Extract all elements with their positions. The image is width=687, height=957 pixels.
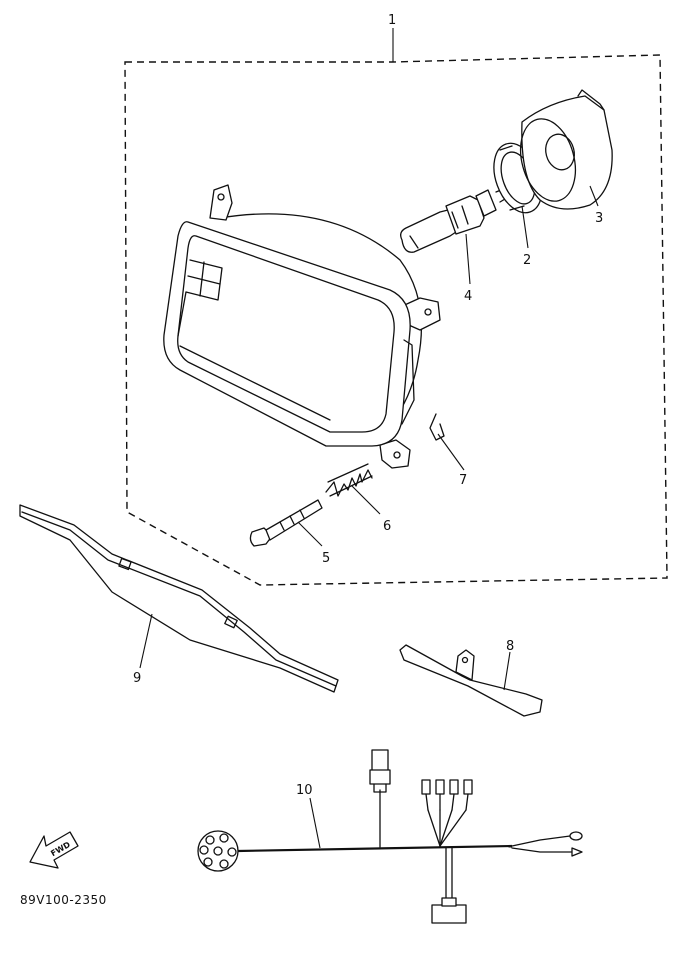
callout-labels: 1 2 3 4 5 6 7 8 9 10 — [133, 13, 603, 798]
adjuster-spring — [325, 463, 373, 497]
retaining-clip — [429, 413, 445, 441]
headlight-unit — [163, 184, 441, 469]
wire-harness — [197, 749, 583, 924]
callout-10: 10 — [296, 783, 313, 798]
callout-7: 7 — [459, 473, 467, 488]
drawing-code: 89V100-2350 — [20, 893, 107, 907]
callout-9: 9 — [133, 671, 141, 686]
callout-1: 1 — [388, 13, 396, 28]
forward-direction-arrow: FWD — [29, 831, 79, 869]
callout-8: 8 — [506, 639, 514, 654]
callout-3: 3 — [595, 211, 603, 226]
callout-4: 4 — [464, 289, 472, 304]
callout-2: 2 — [523, 253, 531, 268]
adjuster-bolt — [249, 499, 323, 547]
rubber-cover — [519, 89, 613, 210]
side-bracket — [399, 644, 543, 717]
callout-6: 6 — [383, 519, 391, 534]
headlight-assembly-boundary — [124, 28, 668, 586]
bulb — [400, 187, 511, 253]
callout-leaders — [139, 185, 599, 849]
lower-bracket — [19, 504, 339, 693]
callout-5: 5 — [322, 551, 330, 566]
